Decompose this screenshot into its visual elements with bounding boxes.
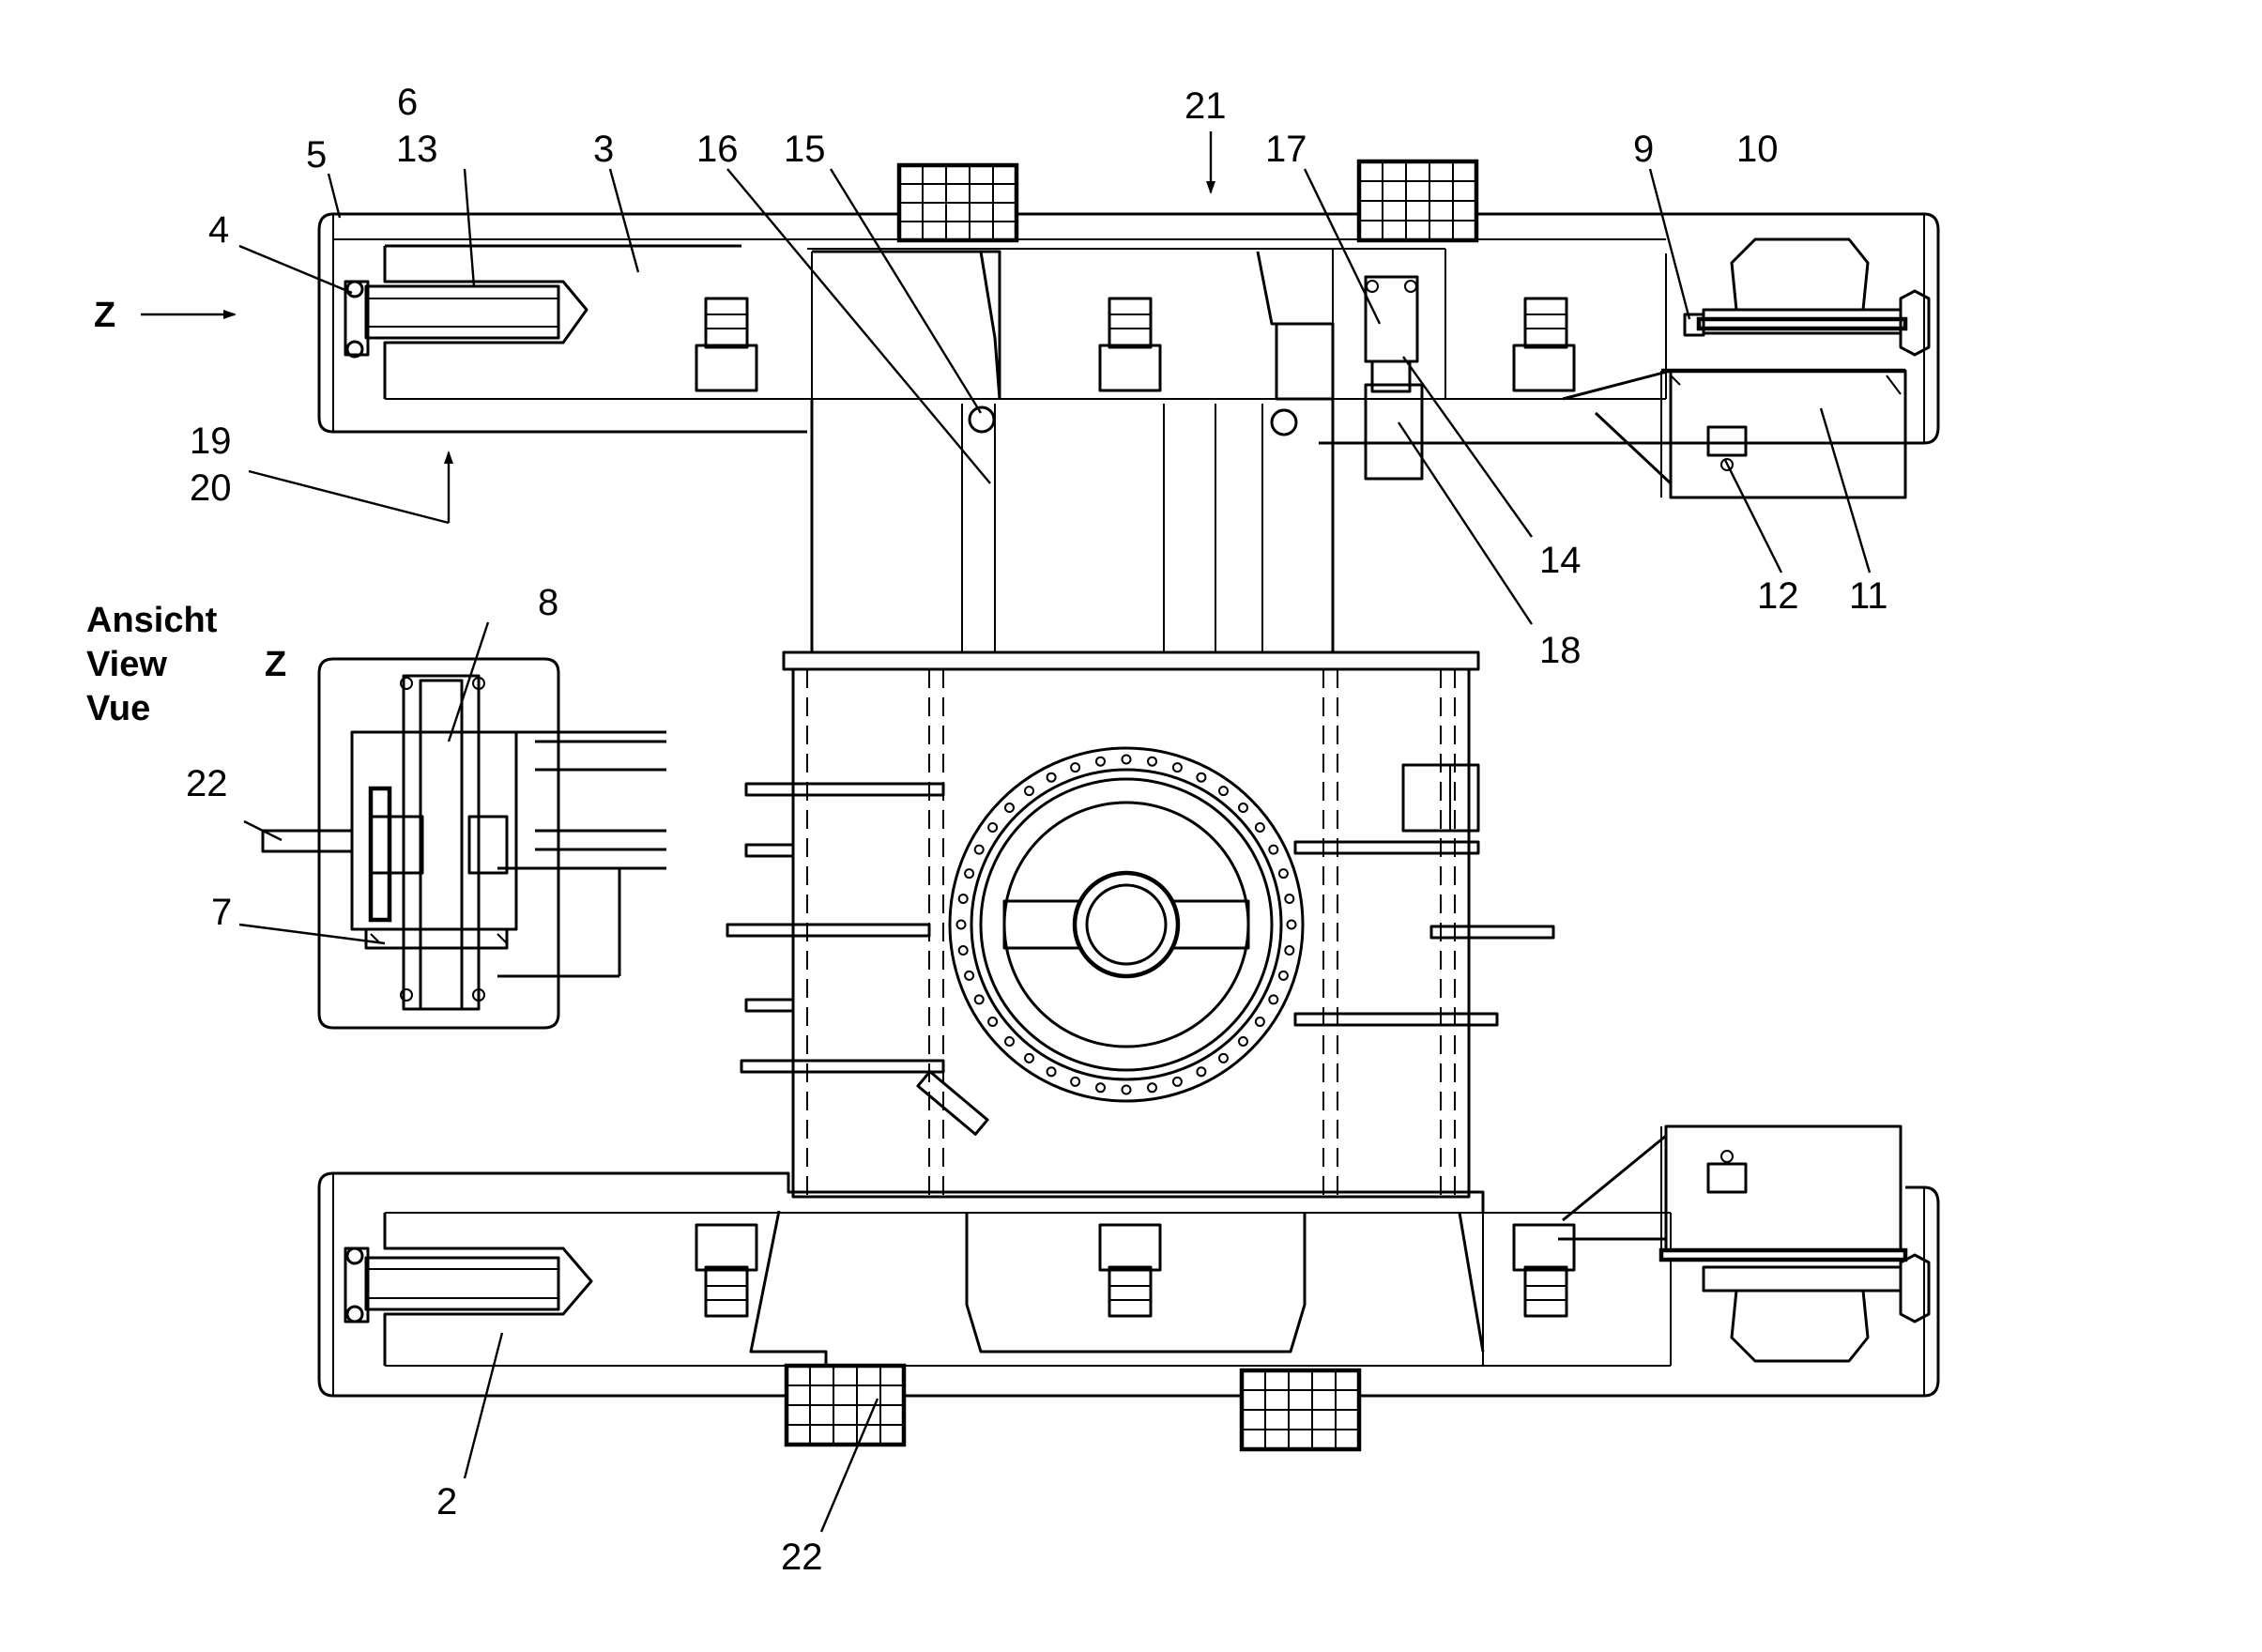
ring-bolt-hole bbox=[987, 822, 999, 833]
ring-bolt-hole bbox=[1147, 1082, 1157, 1094]
ring-bolt-hole bbox=[1238, 803, 1248, 813]
ring-bolt-hole bbox=[1268, 994, 1279, 1005]
view-direction-z: Z bbox=[94, 296, 115, 335]
ring-bolt-hole bbox=[1171, 762, 1183, 773]
label-17: 17 bbox=[1265, 129, 1307, 170]
label-12: 12 bbox=[1757, 575, 1799, 617]
label-13: 13 bbox=[396, 129, 438, 170]
label-4: 4 bbox=[208, 209, 229, 251]
label-21: 21 bbox=[1184, 85, 1227, 127]
label-6: 6 bbox=[397, 82, 418, 123]
view-annotation: Ansicht View Vue Z Z bbox=[86, 296, 286, 728]
label-20: 20 bbox=[190, 467, 232, 509]
ring-bolt-hole bbox=[1277, 868, 1289, 880]
ring-bolt-hole bbox=[1070, 1076, 1081, 1087]
ring-bolt-hole bbox=[1121, 1084, 1132, 1095]
ring-bolt-hole bbox=[957, 945, 969, 956]
label-19: 19 bbox=[190, 421, 232, 462]
label-18: 18 bbox=[1539, 630, 1582, 671]
counterweight-top-left bbox=[896, 162, 1019, 243]
ring-bolt-hole bbox=[1171, 1076, 1183, 1087]
view-z-marker: Z bbox=[265, 645, 286, 684]
ring-bolt-hole bbox=[1070, 762, 1081, 773]
counterweight-bottom-left bbox=[784, 1363, 907, 1447]
label-5: 5 bbox=[306, 134, 327, 176]
ring-bolt-hole bbox=[1218, 786, 1229, 797]
slewing-ring-holes bbox=[955, 754, 1297, 1095]
ring-bolt-hole bbox=[964, 868, 975, 880]
ring-bolt-hole bbox=[1254, 822, 1265, 833]
connector-bottom-3 bbox=[1512, 1223, 1576, 1318]
ring-bolt-hole bbox=[1046, 1066, 1057, 1078]
ring-bolt-hole bbox=[964, 970, 975, 981]
ring-bolt-hole bbox=[1024, 1052, 1034, 1063]
connector-bottom-2 bbox=[1098, 1223, 1162, 1318]
label-7: 7 bbox=[211, 892, 232, 933]
ring-bolt-hole bbox=[987, 1017, 999, 1027]
part-labels: 2 3 4 5 6 7 8 9 10 11 12 13 14 15 16 17 … bbox=[186, 82, 1888, 1578]
ring-bolt-hole bbox=[973, 994, 985, 1005]
clamp-bolt-left bbox=[968, 405, 996, 434]
ring-bolt-hole bbox=[1218, 1052, 1229, 1063]
central-column bbox=[782, 399, 1480, 1199]
leader-lines bbox=[141, 131, 1872, 1533]
label-22-inset: 22 bbox=[186, 763, 228, 804]
ring-bolt-hole bbox=[1277, 970, 1289, 981]
hydraulic-cylinder bbox=[1364, 275, 1424, 481]
ring-bolt-hole bbox=[1268, 844, 1279, 855]
top-center-block bbox=[811, 250, 1335, 401]
label-2: 2 bbox=[436, 1481, 457, 1522]
label-3: 3 bbox=[593, 129, 614, 170]
inset-view-z bbox=[261, 657, 666, 1030]
ring-bolt-hole bbox=[1286, 919, 1297, 930]
ring-bolt-hole bbox=[1121, 754, 1132, 765]
ring-bolt-hole bbox=[1147, 756, 1157, 767]
bottom-left-fork bbox=[344, 1213, 593, 1366]
label-16: 16 bbox=[696, 129, 739, 170]
ring-bolt-hole bbox=[1284, 894, 1295, 904]
view-label-ansicht: Ansicht bbox=[86, 601, 218, 640]
label-22-bottom: 22 bbox=[781, 1537, 823, 1578]
bottom-crossbeam bbox=[317, 1171, 1940, 1398]
counterweight-bottom-right bbox=[1239, 1368, 1362, 1452]
label-10: 10 bbox=[1736, 129, 1779, 170]
drive-unit-top bbox=[1562, 237, 1931, 499]
ring-bolt-hole bbox=[1095, 756, 1106, 767]
ring-bolt-hole bbox=[1004, 1036, 1015, 1047]
ring-bolt-hole bbox=[1024, 786, 1034, 797]
ring-bolt-hole bbox=[1284, 945, 1295, 956]
ring-bolt-hole bbox=[1095, 1082, 1106, 1094]
connector-top-3 bbox=[1512, 297, 1576, 392]
view-label-view: View bbox=[86, 645, 167, 684]
label-9: 9 bbox=[1633, 129, 1654, 170]
ring-bolt-hole bbox=[957, 894, 969, 904]
ring-bolt-hole bbox=[1254, 1017, 1265, 1027]
top-left-fork bbox=[344, 244, 741, 399]
label-11: 11 bbox=[1849, 575, 1888, 617]
drive-unit-bottom bbox=[1558, 1124, 1931, 1363]
ring-bolt-hole bbox=[973, 844, 985, 855]
ring-bolt-hole bbox=[1004, 803, 1015, 813]
view-label-vue: Vue bbox=[86, 689, 150, 728]
ring-bolt-hole bbox=[1238, 1036, 1248, 1047]
label-15: 15 bbox=[784, 129, 826, 170]
label-14: 14 bbox=[1539, 540, 1582, 581]
column-side-bars bbox=[726, 763, 1555, 1136]
connector-top-1 bbox=[695, 297, 758, 392]
ring-bolt-hole bbox=[955, 919, 967, 930]
connector-bottom-1 bbox=[695, 1223, 758, 1318]
ring-bolt-hole bbox=[1046, 772, 1057, 783]
label-8: 8 bbox=[538, 582, 558, 623]
clamp-bolt-right bbox=[1270, 408, 1298, 436]
ring-bolt-hole bbox=[1196, 1066, 1207, 1078]
slewing-ring bbox=[948, 746, 1305, 1103]
ring-bolt-hole bbox=[1196, 772, 1207, 783]
connector-top-2 bbox=[1098, 297, 1162, 392]
counterweight-top-right bbox=[1356, 159, 1479, 243]
